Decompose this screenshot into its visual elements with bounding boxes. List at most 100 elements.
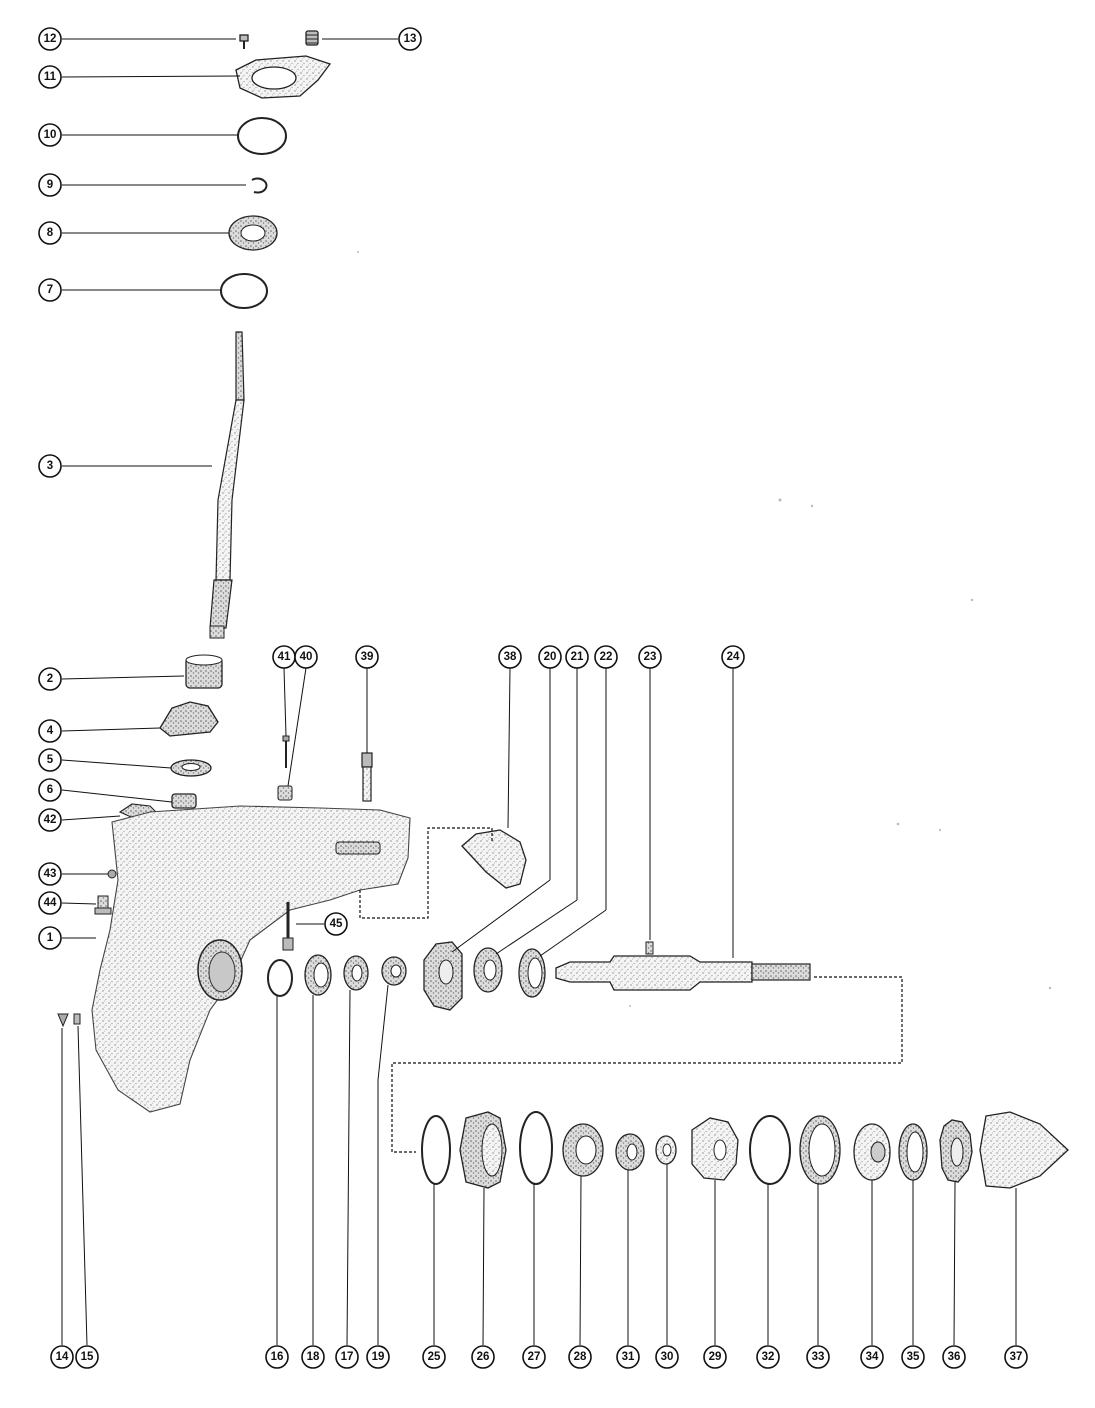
- part-26-bearing-carrier: [459, 1111, 507, 1189]
- leader-17: [346, 989, 351, 1346]
- callout-40: 40: [294, 645, 318, 669]
- callout-21: 21: [565, 645, 589, 669]
- callout-29: 29: [703, 1345, 727, 1369]
- svg-text:27: 27: [528, 1351, 541, 1363]
- svg-text:36: 36: [948, 1351, 961, 1363]
- leader-5: [61, 759, 172, 769]
- leader-44: [61, 902, 97, 905]
- callout-7: 7: [38, 278, 62, 302]
- part-37-propeller-nut-cone: [979, 1111, 1069, 1189]
- part-14-plug: [57, 1013, 69, 1028]
- part-18-bearing-cup: [304, 954, 332, 996]
- callout-11: 11: [38, 65, 62, 89]
- part-43-ball: [107, 869, 117, 879]
- callout-41: 41: [272, 645, 296, 669]
- leader-6: [61, 789, 173, 803]
- leader-41: [283, 667, 287, 737]
- svg-text:28: 28: [574, 1351, 587, 1363]
- svg-text:37: 37: [1010, 1351, 1023, 1363]
- part-12-screw: [239, 34, 249, 49]
- svg-text:33: 33: [812, 1351, 825, 1363]
- callout-5: 5: [38, 748, 62, 772]
- callout-10: 10: [38, 123, 62, 147]
- callout-22: 22: [594, 645, 618, 669]
- svg-text:18: 18: [307, 1351, 320, 1363]
- leader-38: [507, 667, 511, 829]
- part-21-bearing: [473, 947, 503, 993]
- part-7-o-ring: [220, 273, 268, 309]
- callout-30: 30: [655, 1345, 679, 1369]
- callout-44: 44: [38, 891, 62, 915]
- svg-text:23: 23: [644, 651, 657, 663]
- leader-15: [77, 1025, 88, 1346]
- svg-text:13: 13: [404, 33, 417, 45]
- part-34-hub: [853, 1123, 891, 1181]
- callout-38: 38: [498, 645, 522, 669]
- part-44-screw: [94, 895, 112, 915]
- part-13-spring: [305, 30, 319, 46]
- svg-text:22: 22: [600, 651, 613, 663]
- svg-text:19: 19: [372, 1351, 385, 1363]
- scan-specks: [357, 251, 1052, 1007]
- callout-26: 26: [471, 1345, 495, 1369]
- svg-text:3: 3: [47, 460, 53, 472]
- callout-45: 45: [324, 912, 348, 936]
- callout-6: 6: [38, 778, 62, 802]
- part-20-forward-gear: [423, 941, 463, 1011]
- callout-27: 27: [522, 1345, 546, 1369]
- part-38-cover: [461, 829, 527, 889]
- part-9-snap-ring: [251, 177, 268, 194]
- part-11-retainer-plate: [235, 55, 332, 99]
- svg-text:10: 10: [44, 129, 57, 141]
- svg-text:43: 43: [44, 868, 57, 880]
- svg-text:26: 26: [477, 1351, 490, 1363]
- part-35-ring: [898, 1123, 928, 1181]
- leader-4: [61, 727, 161, 732]
- callout-37: 37: [1004, 1345, 1028, 1369]
- callout-43: 43: [38, 862, 62, 886]
- leader-2: [61, 675, 185, 680]
- svg-text:14: 14: [56, 1351, 69, 1363]
- part-40-plug: [277, 785, 293, 801]
- callout-34: 34: [860, 1345, 884, 1369]
- svg-text:11: 11: [44, 71, 57, 83]
- callout-23: 23: [638, 645, 662, 669]
- callout-17: 17: [335, 1345, 359, 1369]
- part-25-o-ring: [421, 1115, 451, 1185]
- svg-text:45: 45: [330, 918, 343, 930]
- part-33-seal-ring: [799, 1115, 841, 1185]
- callout-14: 14: [50, 1345, 74, 1369]
- part-22-bearing-cup: [518, 948, 546, 998]
- leader-28: [579, 1175, 582, 1346]
- part-24-propeller-shaft: [555, 955, 811, 991]
- callout-15: 15: [75, 1345, 99, 1369]
- callout-32: 32: [756, 1345, 780, 1369]
- svg-text:35: 35: [907, 1351, 920, 1363]
- callout-13: 13: [398, 27, 422, 51]
- part-4-pinion-gear: [159, 701, 219, 737]
- part-28-bearing-cup: [562, 1123, 604, 1177]
- part-41-screw: [282, 735, 290, 768]
- callout-25: 25: [422, 1345, 446, 1369]
- part-45-stud: [282, 902, 294, 951]
- callout-2: 2: [38, 667, 62, 691]
- svg-text:8: 8: [47, 227, 54, 239]
- callout-12: 12: [38, 27, 62, 51]
- connector-shaft-carrier: [391, 976, 903, 1153]
- callout-24: 24: [721, 645, 745, 669]
- part-19-bushing: [381, 956, 407, 986]
- part-27-o-ring: [519, 1111, 553, 1185]
- svg-text:44: 44: [44, 897, 57, 909]
- svg-text:9: 9: [47, 179, 53, 191]
- part-30-seal: [655, 1135, 677, 1165]
- connector-38-housing: [359, 827, 493, 919]
- svg-text:7: 7: [47, 284, 53, 296]
- part-23-pin: [645, 941, 654, 955]
- callout-31: 31: [616, 1345, 640, 1369]
- svg-text:25: 25: [428, 1351, 441, 1363]
- callout-18: 18: [301, 1345, 325, 1369]
- part-6-nut: [171, 793, 197, 809]
- svg-text:16: 16: [271, 1351, 284, 1363]
- leader-21b: [495, 899, 578, 955]
